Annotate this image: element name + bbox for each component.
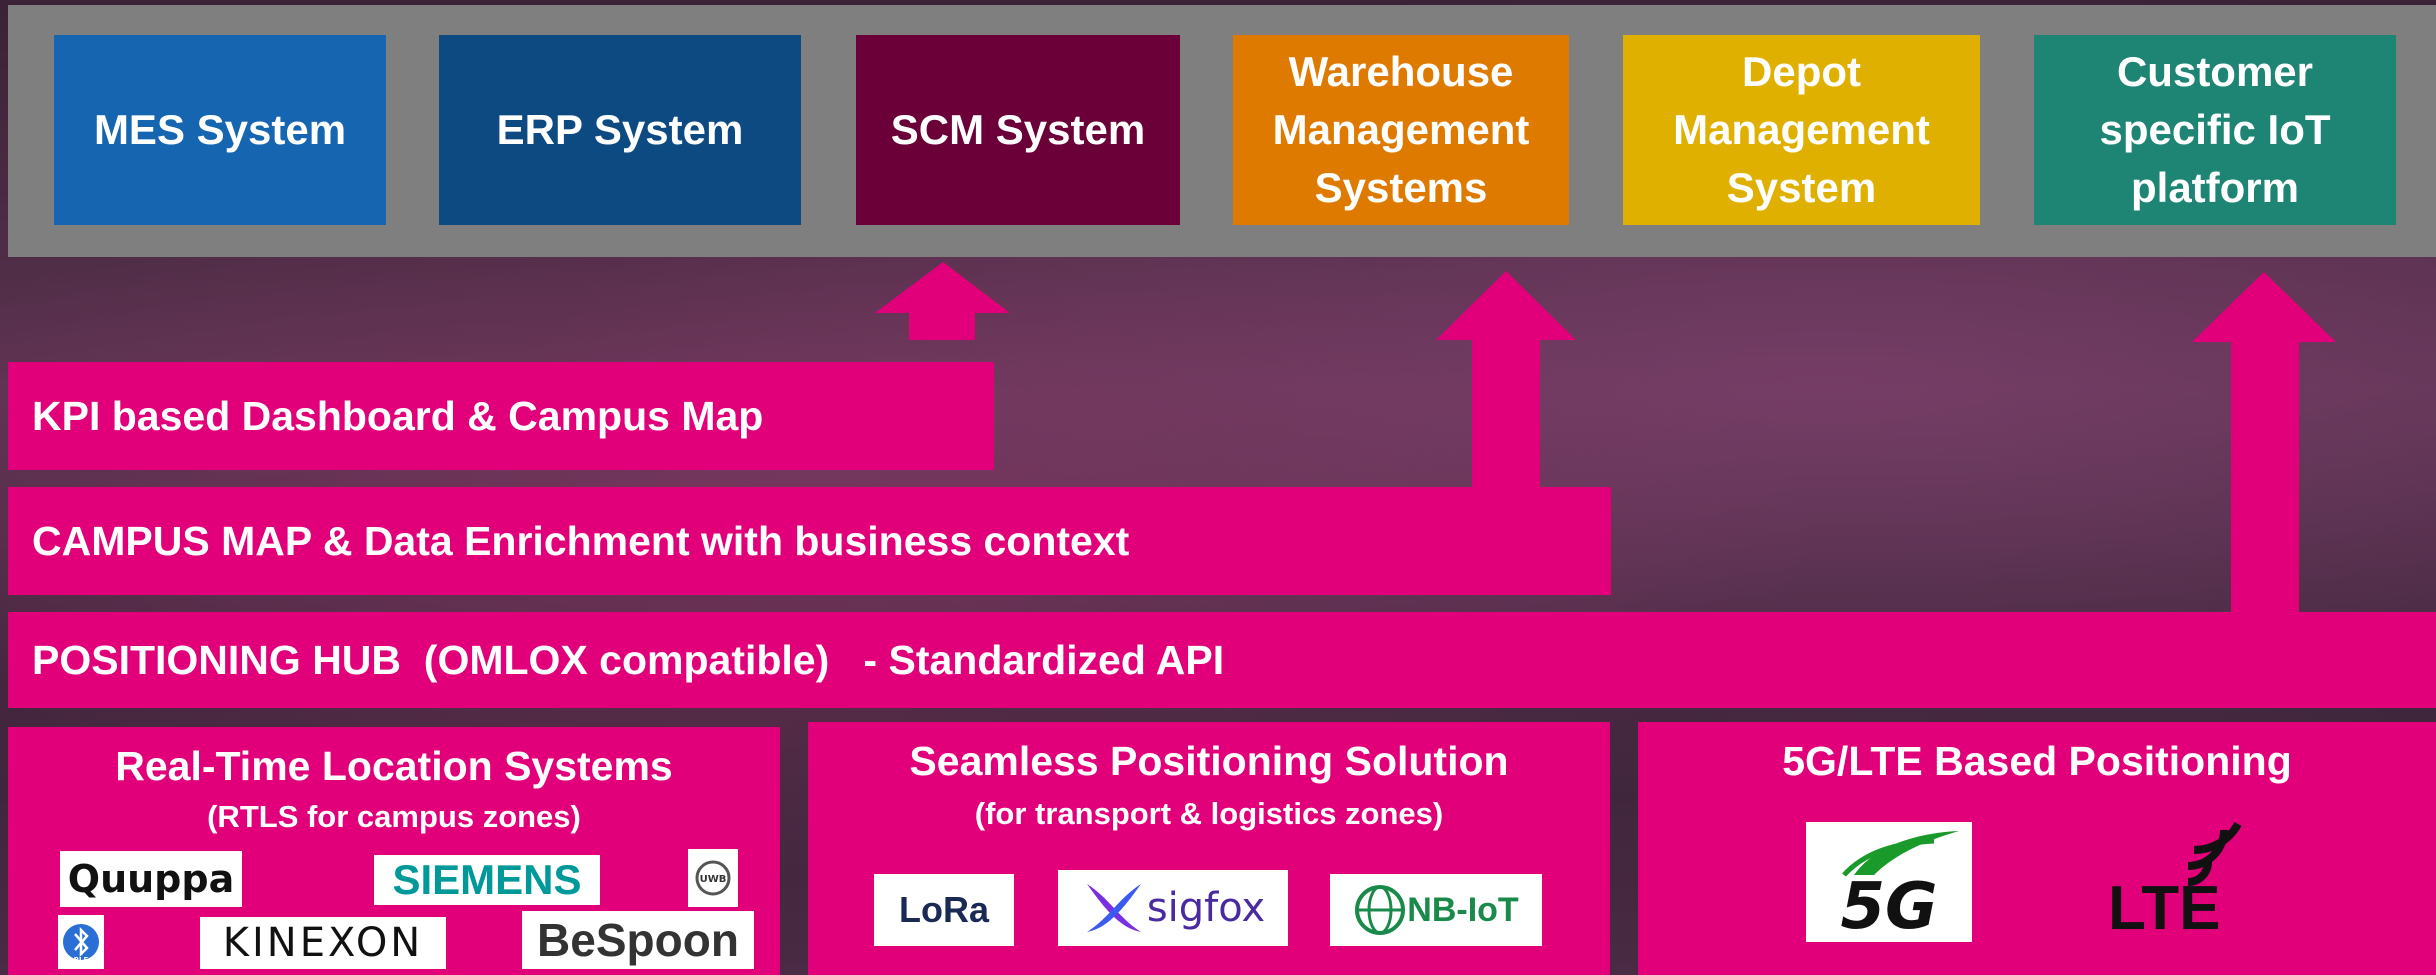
cellular-panel: 5G/LTE Based Positioning 5G LTE: [1638, 722, 2436, 975]
svg-text:BLE: BLE: [74, 956, 89, 964]
target-systems-band: [8, 5, 2436, 257]
cellular-title: 5G/LTE Based Positioning: [1782, 738, 2292, 784]
svg-text:UWB: UWB: [700, 874, 727, 885]
seamless-title: Seamless Positioning Solution: [909, 738, 1509, 784]
sigfox-icon: [1086, 884, 1141, 932]
erp-system-box: ERP System: [439, 35, 801, 225]
arrow-to-iot-platform: [2192, 272, 2336, 342]
dashboard-layer: KPI based Dashboard & Campus Map: [8, 362, 994, 470]
globe-icon: [1355, 885, 1406, 935]
kinexon-logo: KINEXON: [200, 917, 446, 969]
5g-wave-icon: [1842, 831, 1959, 877]
warehouse-system-label: Warehouse Management Systems: [1272, 48, 1530, 211]
depot-system-box: Depot Management System: [1623, 35, 1980, 225]
seamless-panel: Seamless Positioning Solution (for trans…: [808, 722, 1610, 975]
nb-iot-logo: NB-IoT: [1330, 874, 1542, 946]
lte-logo: LTE: [2108, 822, 2248, 942]
seamless-subtitle: (for transport & logistics zones): [974, 796, 1444, 831]
arrow-to-iot-platform-shaft: [2231, 340, 2299, 612]
uwb-logo: UWB: [688, 849, 738, 907]
sigfox-logo: sigfox: [1058, 870, 1288, 946]
bluetooth-icon: BLE: [63, 924, 99, 964]
bespoon-logo: BeSpoon: [522, 911, 754, 969]
iot-platform-box: Customer specific IoT platform: [2034, 35, 2396, 225]
erp-system-label: ERP System: [496, 106, 744, 153]
rtls-subtitle: (RTLS for campus zones): [207, 799, 581, 834]
lora-logo: LoRa: [874, 874, 1014, 946]
siemens-logo: SIEMENS: [374, 855, 600, 905]
arrow-to-warehouse-shaft: [1472, 338, 1540, 488]
warehouse-system-box: Warehouse Management Systems: [1233, 35, 1569, 225]
positioning-hub-layer: POSITIONING HUB (OMLOX compatible) - Sta…: [8, 612, 2436, 708]
depot-system-label: Depot Management System: [1673, 48, 1930, 211]
positioning-hub-label: POSITIONING HUB (OMLOX compatible) - Sta…: [32, 636, 1225, 683]
mes-system-label: MES System: [93, 106, 347, 153]
rtls-panel: Real-Time Location Systems (RTLS for cam…: [8, 727, 780, 975]
rtls-title: Real-Time Location Systems: [115, 743, 673, 789]
dashboard-layer-label: KPI based Dashboard & Campus Map: [32, 392, 764, 439]
arrow-to-warehouse: [1436, 271, 1576, 340]
enrichment-layer-label: CAMPUS MAP & Data Enrichment with busine…: [32, 517, 1130, 564]
mes-system-box: MES System: [54, 35, 386, 225]
iot-platform-label: Customer specific IoT platform: [2099, 48, 2331, 211]
quuppa-logo: Quuppa: [60, 851, 242, 907]
signal-icon: [2187, 822, 2242, 886]
scm-system-box: SCM System: [856, 35, 1180, 225]
uwb-icon: UWB: [695, 860, 731, 896]
5g-logo: 5G: [1806, 822, 1972, 942]
enrichment-layer: CAMPUS MAP & Data Enrichment with busine…: [8, 487, 1611, 595]
arrow-to-scm-shaft: [909, 312, 975, 340]
scm-system-label: SCM System: [890, 106, 1146, 153]
arrow-to-scm: [875, 262, 1010, 313]
ble-logo: BLE: [58, 915, 104, 969]
